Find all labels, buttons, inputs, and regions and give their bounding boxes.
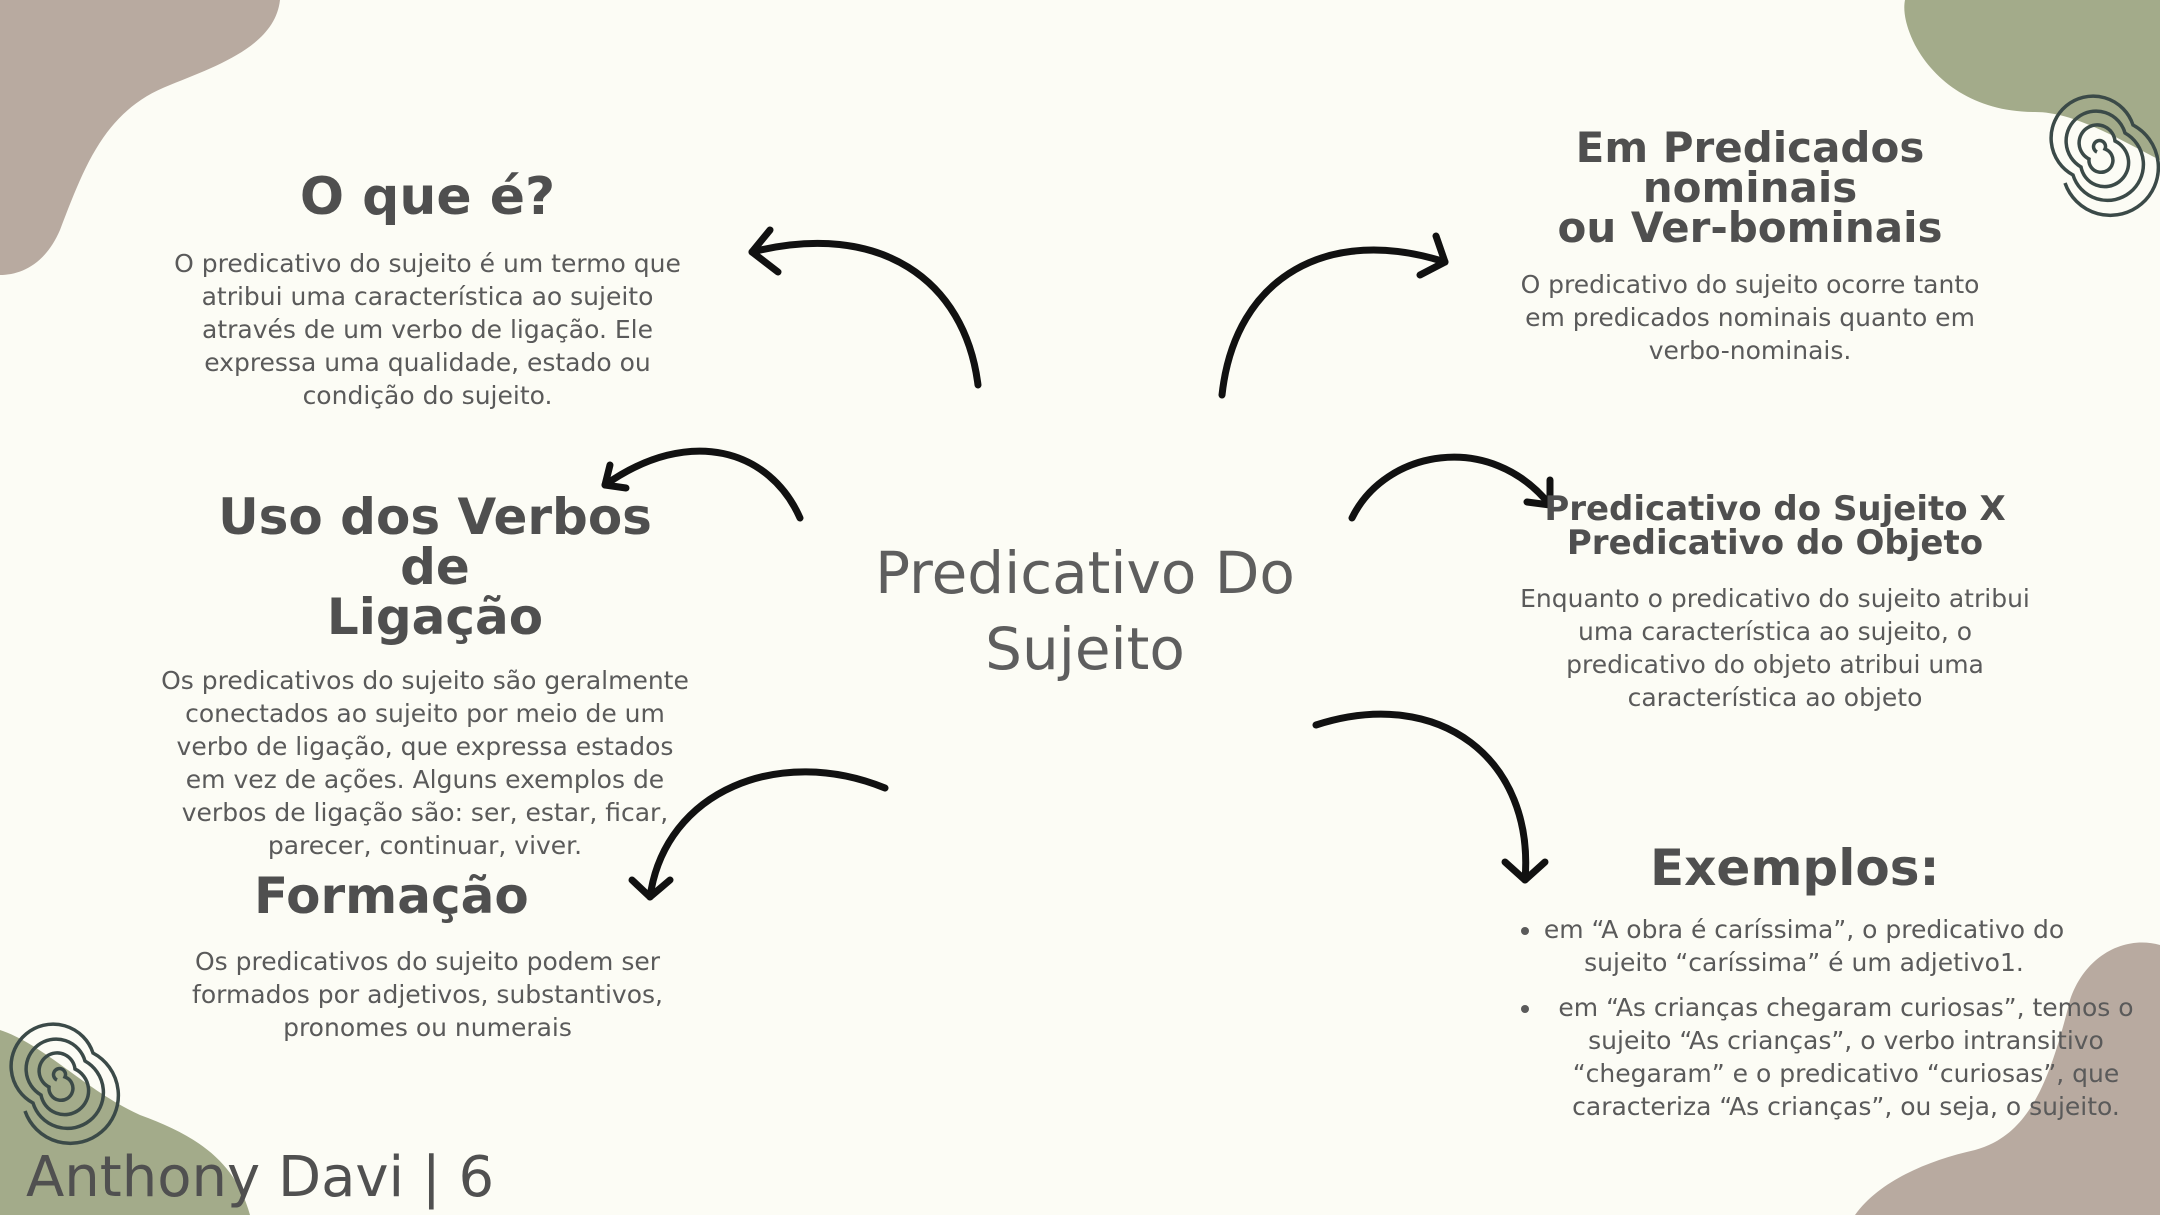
what-is-section: O que é? O predicativo do sujeito é um t… xyxy=(170,170,685,412)
list-item: em “As crianças chegaram curiosas”, temo… xyxy=(1543,991,2135,1123)
what-is-title: O que é? xyxy=(299,167,556,227)
formation-text: Os predicativos do sujeito podem ser for… xyxy=(192,946,663,1042)
center-title-line2: Sujeito xyxy=(985,615,1185,683)
spiral-icon xyxy=(9,1022,121,1146)
linking-verbs-title-line2: Ligação xyxy=(326,588,544,646)
list-item: em “A obra é caríssima”, o predicativo d… xyxy=(1543,913,2135,979)
linking-verbs-title: Uso dos Verbos de Ligação xyxy=(160,492,690,642)
comparison-title-line1: Predicativo do Sujeito X xyxy=(1544,489,2006,529)
predicates-title-line2: ou Ver-bominais xyxy=(1557,203,1943,252)
formation-section: Formação Os predicativos do sujeito pode… xyxy=(180,870,675,1044)
center-title: Predicativo Do Sujeito xyxy=(830,535,1340,687)
predicates-title-line1: Em Predicados nominais xyxy=(1575,123,1925,212)
comparison-title: Predicativo do Sujeito X Predicativo do … xyxy=(1515,492,2035,560)
what-is-text: O predicativo do sujeito é um termo que … xyxy=(174,248,681,410)
predicates-title: Em Predicados nominais ou Ver-bominais xyxy=(1480,123,2020,252)
author-footer: Anthony Davi | 6 xyxy=(26,1145,495,1210)
linking-verbs-text: Os predicativos do sujeito são geralment… xyxy=(161,666,689,860)
linking-verbs-title-line1: Uso dos Verbos de xyxy=(218,488,652,596)
curved-arrow-icon xyxy=(1218,232,1449,399)
center-title-line1: Predicativo Do xyxy=(875,539,1295,607)
comparison-text: Enquanto o predicativo do sujeito atribu… xyxy=(1520,584,2030,712)
examples-section: Exemplos: em “A obra é caríssima”, o pre… xyxy=(1505,842,2135,1135)
examples-title: Exemplos: xyxy=(1650,839,1940,897)
spiral-icon xyxy=(2049,94,2160,218)
curved-arrow-icon xyxy=(748,226,982,389)
examples-list: em “A obra é caríssima”, o predicativo d… xyxy=(1505,913,2135,1123)
predicates-text: O predicativo do sujeito ocorre tanto em… xyxy=(1520,270,1980,365)
predicates-section: Em Predicados nominais ou Ver-bominais O… xyxy=(1480,123,2020,367)
linking-verbs-section: Uso dos Verbos de Ligação Os predicativo… xyxy=(160,492,690,862)
comparison-title-line2: Predicativo do Objeto xyxy=(1566,523,1984,563)
formation-title: Formação xyxy=(254,867,529,925)
comparison-section: Predicativo do Sujeito X Predicativo do … xyxy=(1515,492,2035,714)
